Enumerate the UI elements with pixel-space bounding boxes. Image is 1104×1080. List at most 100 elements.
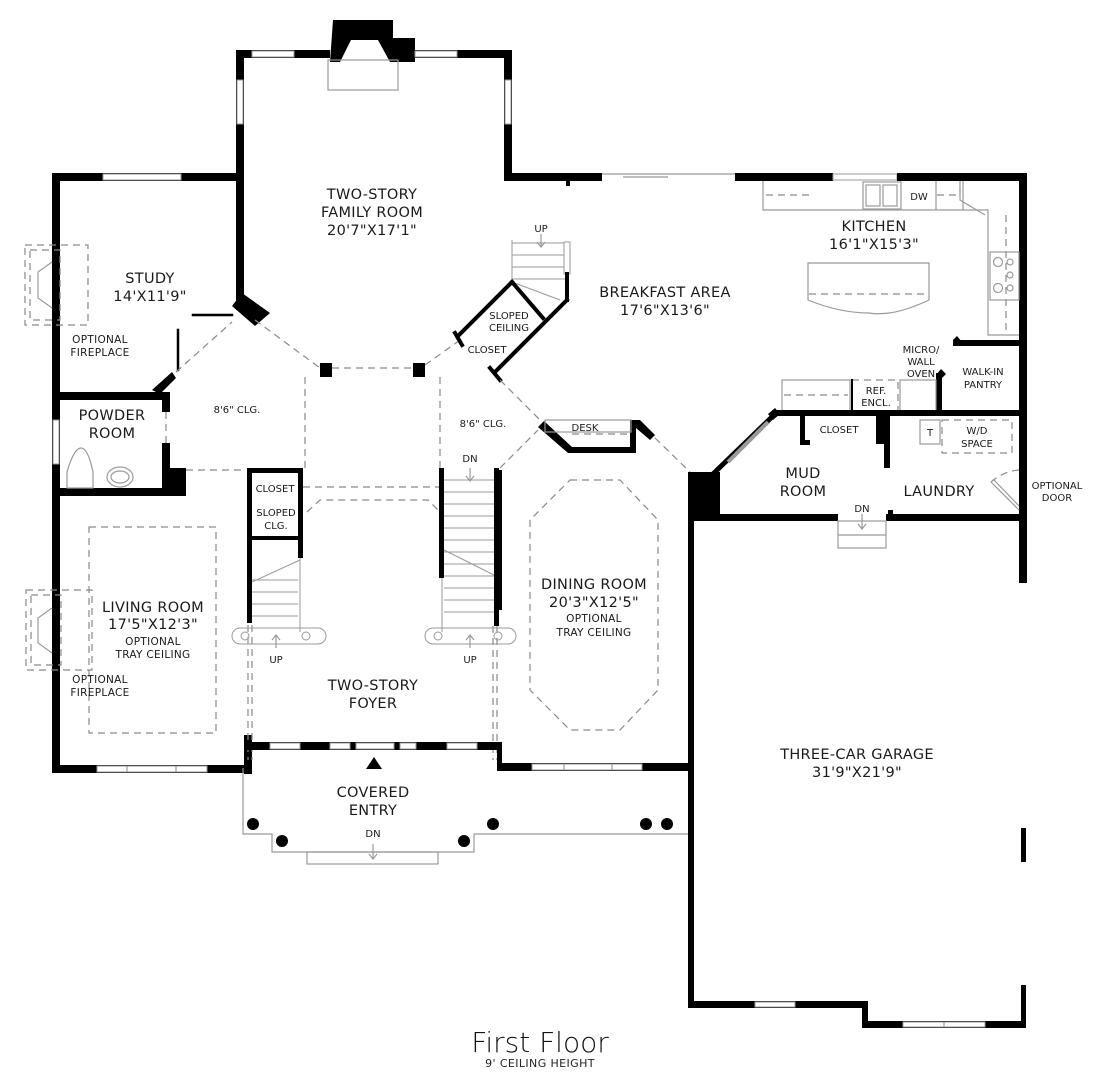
garage-dims: 31'9"X21'9" <box>812 765 902 781</box>
sloped-ceiling-label: SLOPED <box>489 311 529 322</box>
dining-tray-ceiling <box>529 479 659 731</box>
garage-label: THREE-CAR GARAGE <box>779 747 934 763</box>
column <box>640 818 652 830</box>
cooktop <box>989 251 1020 301</box>
mud-dn-label: DN <box>854 504 869 515</box>
living-room-note-2: TRAY CEILING <box>114 649 190 661</box>
fireplace-chimney <box>330 20 415 62</box>
laundry-label: LAUNDRY <box>903 484 974 500</box>
study-fireplace-label-2: FIREPLACE <box>70 347 129 359</box>
breakfast-label: BREAKFAST AREA <box>599 285 731 301</box>
family-room-dims: 20'7"X17'1" <box>327 223 417 239</box>
fireplace-hearth <box>327 59 399 91</box>
micro-oven-label-3: OVEN <box>907 369 935 380</box>
foyer-label: TWO-STORY <box>327 678 418 694</box>
kitchen-walls <box>504 173 1027 583</box>
ref-encl-label-2: ENCL. <box>861 398 891 409</box>
micro-oven-label: MICRO/ <box>903 345 940 356</box>
powder-room-label-2: ROOM <box>89 426 136 442</box>
window <box>52 419 60 465</box>
window <box>414 50 458 58</box>
window <box>504 79 512 125</box>
living-room-label: LIVING ROOM <box>102 600 204 616</box>
window <box>251 50 295 58</box>
wd-space-label: W/D <box>967 426 988 437</box>
kitchen-sink <box>862 181 902 210</box>
plan-title: First Floor <box>471 1026 609 1059</box>
foyer-label-2: FOYER <box>349 696 398 712</box>
column <box>487 818 499 830</box>
study-dims: 14'X11'9" <box>113 289 186 305</box>
window <box>399 742 417 750</box>
plan-subtitle: 9' CEILING HEIGHT <box>485 1057 595 1070</box>
sink-icon <box>106 466 134 488</box>
covered-entry-dn: DN <box>365 829 380 840</box>
window <box>269 742 301 750</box>
left-staircase <box>231 558 327 760</box>
kitchen-label: KITCHEN <box>842 219 907 235</box>
wd-space-label-2: SPACE <box>961 439 993 450</box>
living-room-walls <box>25 526 252 773</box>
dining-label: DINING ROOM <box>541 577 647 593</box>
dining-note: OPTIONAL <box>566 613 622 625</box>
desk-label: DESK <box>572 423 599 434</box>
foyer-sloped-label: SLOPED <box>256 508 296 519</box>
column <box>661 818 673 830</box>
right-stair-dn-label: DN <box>462 454 477 465</box>
dining-dims: 20'3"X12'5" <box>549 595 639 611</box>
powder-room-walls <box>52 392 245 496</box>
covered-entry <box>242 762 688 865</box>
living-room-note: OPTIONAL <box>125 636 181 648</box>
mud-closet-label: CLOSET <box>820 425 860 436</box>
study-fireplace-label: OPTIONAL <box>72 334 128 346</box>
entry-arrow-icon <box>366 757 382 769</box>
pantry-label-2: PANTRY <box>964 380 1003 391</box>
column <box>458 835 470 847</box>
pantry-label: WALK-IN <box>962 367 1003 378</box>
covered-entry-label: COVERED <box>337 785 410 801</box>
living-fireplace-outline <box>25 589 93 671</box>
living-tray-ceiling <box>88 526 217 734</box>
mud-room-label-2: ROOM <box>780 484 827 500</box>
study-walls <box>24 173 242 773</box>
optional-door-label-2: DOOR <box>1042 493 1072 504</box>
right-stair-up-label: UP <box>463 655 476 666</box>
kitchen-dims: 16'1"X15'3" <box>829 237 919 253</box>
living-fireplace-label: OPTIONAL <box>72 674 128 686</box>
window <box>102 173 182 181</box>
family-room-label: TWO-STORY <box>326 187 417 203</box>
laundry-tub-label: T <box>926 428 934 439</box>
foyer-sloped-label-2: CLG. <box>264 521 287 532</box>
column <box>276 835 288 847</box>
study-label: STUDY <box>125 271 174 287</box>
living-room-dims: 17'5"X12'3" <box>108 617 198 633</box>
mud-room-label: MUD <box>785 466 820 482</box>
ref-encl-label: REF. <box>866 386 887 397</box>
dishwasher-label: DW <box>910 192 928 203</box>
front-door <box>355 742 395 750</box>
family-room-label-2: FAMILY ROOM <box>321 205 423 221</box>
dining-note-2: TRAY CEILING <box>555 627 631 639</box>
dining-walls <box>494 419 692 771</box>
breakfast-dims: 17'6"X13'6" <box>620 303 710 319</box>
left-stair-up-label: UP <box>269 655 282 666</box>
column <box>247 818 259 830</box>
optional-door-label: OPTIONAL <box>1032 481 1083 492</box>
sloped-ceiling-label-2: CEILING <box>489 323 529 334</box>
covered-entry-label-2: ENTRY <box>349 803 397 819</box>
window <box>96 765 208 773</box>
study-fireplace-outline <box>24 244 89 326</box>
hall-ceiling-left: 8'6" CLG. <box>214 405 261 416</box>
right-staircase <box>424 479 517 760</box>
window <box>446 742 478 750</box>
kitchen-island <box>807 262 930 315</box>
micro-oven-label-2: WALL <box>907 357 935 368</box>
upper-closet-label: CLOSET <box>468 345 508 356</box>
window <box>329 742 351 750</box>
window <box>236 79 244 125</box>
powder-room-label: POWDER <box>79 408 146 424</box>
living-fireplace-label-2: FIREPLACE <box>70 687 129 699</box>
foyer-walls <box>231 377 517 769</box>
hall-ceiling-right: 8'6" CLG. <box>460 419 507 430</box>
